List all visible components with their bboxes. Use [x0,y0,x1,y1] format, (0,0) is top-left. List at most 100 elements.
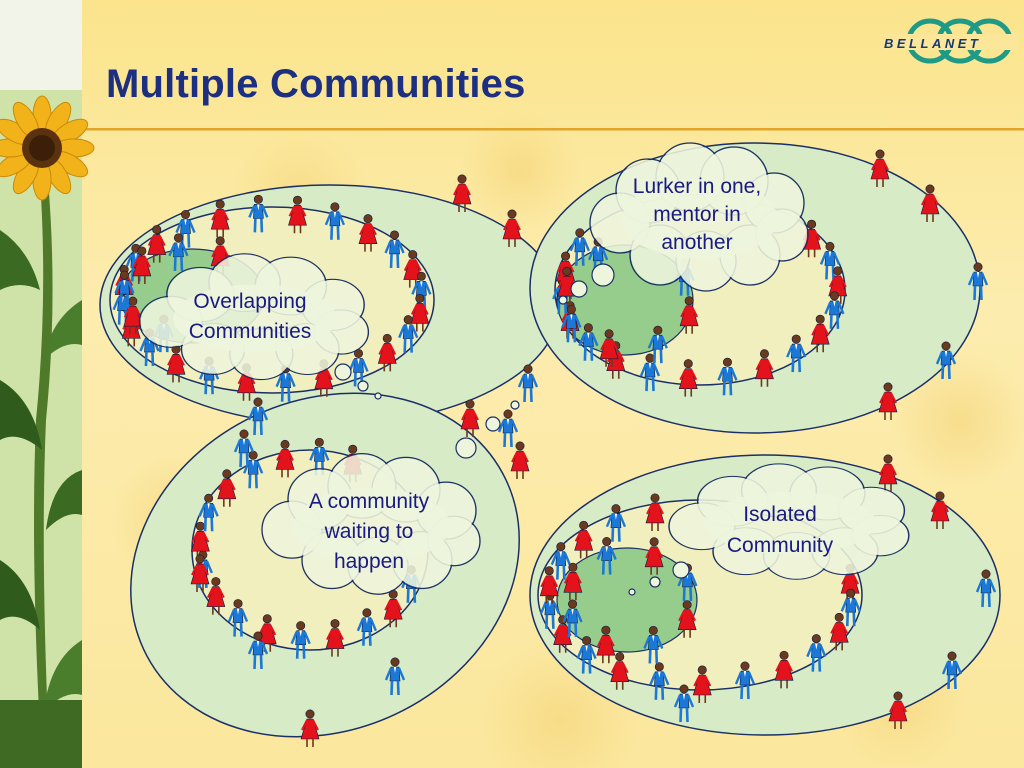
isolated-line-1: Isolated [743,503,817,526]
woman-figure-icon [677,600,697,638]
woman-figure-icon [574,520,594,559]
woman-figure-icon [930,491,950,529]
cloud-waiting: A community waiting to happen [261,400,520,595]
woman-figure-icon [300,709,320,747]
man-figure-icon [639,353,661,392]
man-figure-icon [569,228,590,266]
woman-figure-icon [325,619,345,657]
waiting-line-3: happen [334,550,404,573]
woman-figure-icon [377,333,397,372]
woman-figure-icon [288,195,307,234]
man-figure-icon [605,504,627,542]
waiting-line-2: waiting to [324,520,414,543]
man-figure-icon [384,230,405,269]
woman-figure-icon [217,469,237,507]
man-figure-icon [227,599,249,637]
man-figure-icon [497,409,519,448]
man-figure-icon [411,271,432,310]
woman-figure-icon [539,566,559,604]
woman-figure-icon [596,625,616,664]
woman-figure-icon [206,577,226,615]
man-figure-icon [819,241,841,280]
woman-figure-icon [610,652,630,690]
woman-figure-icon [599,329,619,367]
woman-figure-icon [358,214,378,252]
woman-figure-icon [502,209,522,247]
woman-figure-icon [190,521,210,560]
man-figure-icon [233,429,255,468]
people-figures [112,149,997,747]
man-figure-icon [806,634,827,672]
cloud-overlapping: Overlapping Communities [138,253,382,400]
woman-figure-icon [147,225,167,263]
man-figure-icon [734,661,756,700]
woman-figure-icon [510,441,530,479]
bellanet-logo: BELLANET [884,14,1018,70]
man-figure-icon [840,588,861,627]
woman-figure-icon [460,399,480,437]
man-figure-icon [550,542,571,580]
woman-figure-icon [210,199,230,238]
woman-figure-icon [679,296,699,334]
woman-figure-icon [644,537,664,575]
man-figure-icon [647,325,668,364]
man-figure-icon [967,262,989,301]
cloud-lurker: Lurker in one, mentor in another [558,142,809,305]
man-figure-icon [384,657,406,696]
man-figure-icon [324,202,345,240]
woman-figure-icon [692,665,712,703]
man-figure-icon [824,291,845,329]
man-figure-icon [643,625,664,664]
man-figure-icon [198,493,219,532]
man-figure-icon [576,636,597,674]
woman-figure-icon [888,691,908,729]
woman-figure-icon [810,314,830,353]
woman-figure-icon [563,562,583,601]
man-figure-icon [398,315,419,353]
overlapping-line-2: Communities [189,320,312,343]
logo-wordmark: BELLANET [884,36,982,51]
man-figure-icon [786,334,807,373]
man-figure-icon [578,323,599,361]
man-figure-icon [935,341,957,380]
man-figure-icon [596,537,617,575]
man-figure-icon [114,270,135,309]
waiting-label: A community waiting to happen [309,490,430,573]
man-figure-icon [517,364,539,403]
woman-figure-icon [774,650,794,689]
woman-figure-icon [383,589,403,628]
man-figure-icon [356,608,377,646]
woman-figure-icon [755,349,774,387]
man-figure-icon [649,662,670,700]
waiting-line-1: A community [309,490,430,513]
woman-figure-icon [452,174,472,212]
woman-figure-icon [829,612,849,651]
overlapping-label: Overlapping Communities [189,290,312,343]
man-figure-icon [168,233,189,271]
lurker-line-1: Lurker in one, [633,175,761,198]
man-figure-icon [247,397,269,436]
overlapping-line-1: Overlapping [193,290,306,313]
woman-figure-icon [275,439,295,478]
woman-figure-icon [878,382,898,420]
man-figure-icon [248,194,269,233]
woman-figure-icon [920,184,940,222]
man-figure-icon [290,621,311,659]
lurker-line-3: another [661,231,732,254]
sunflower-icon [0,0,95,768]
man-figure-icon [247,631,269,670]
lurker-label: Lurker in one, mentor in another [633,175,761,254]
man-figure-icon [243,450,264,489]
man-figure-icon [717,357,738,396]
woman-figure-icon [828,266,848,304]
woman-figure-icon [410,293,430,332]
slide-title: Multiple Communities [106,62,526,106]
cloud-isolated: Isolated Community [628,463,910,596]
woman-figure-icon [645,493,665,531]
woman-figure-icon [870,149,890,187]
man-figure-icon [941,651,963,690]
woman-figure-icon [190,554,210,592]
man-figure-icon [673,684,695,723]
